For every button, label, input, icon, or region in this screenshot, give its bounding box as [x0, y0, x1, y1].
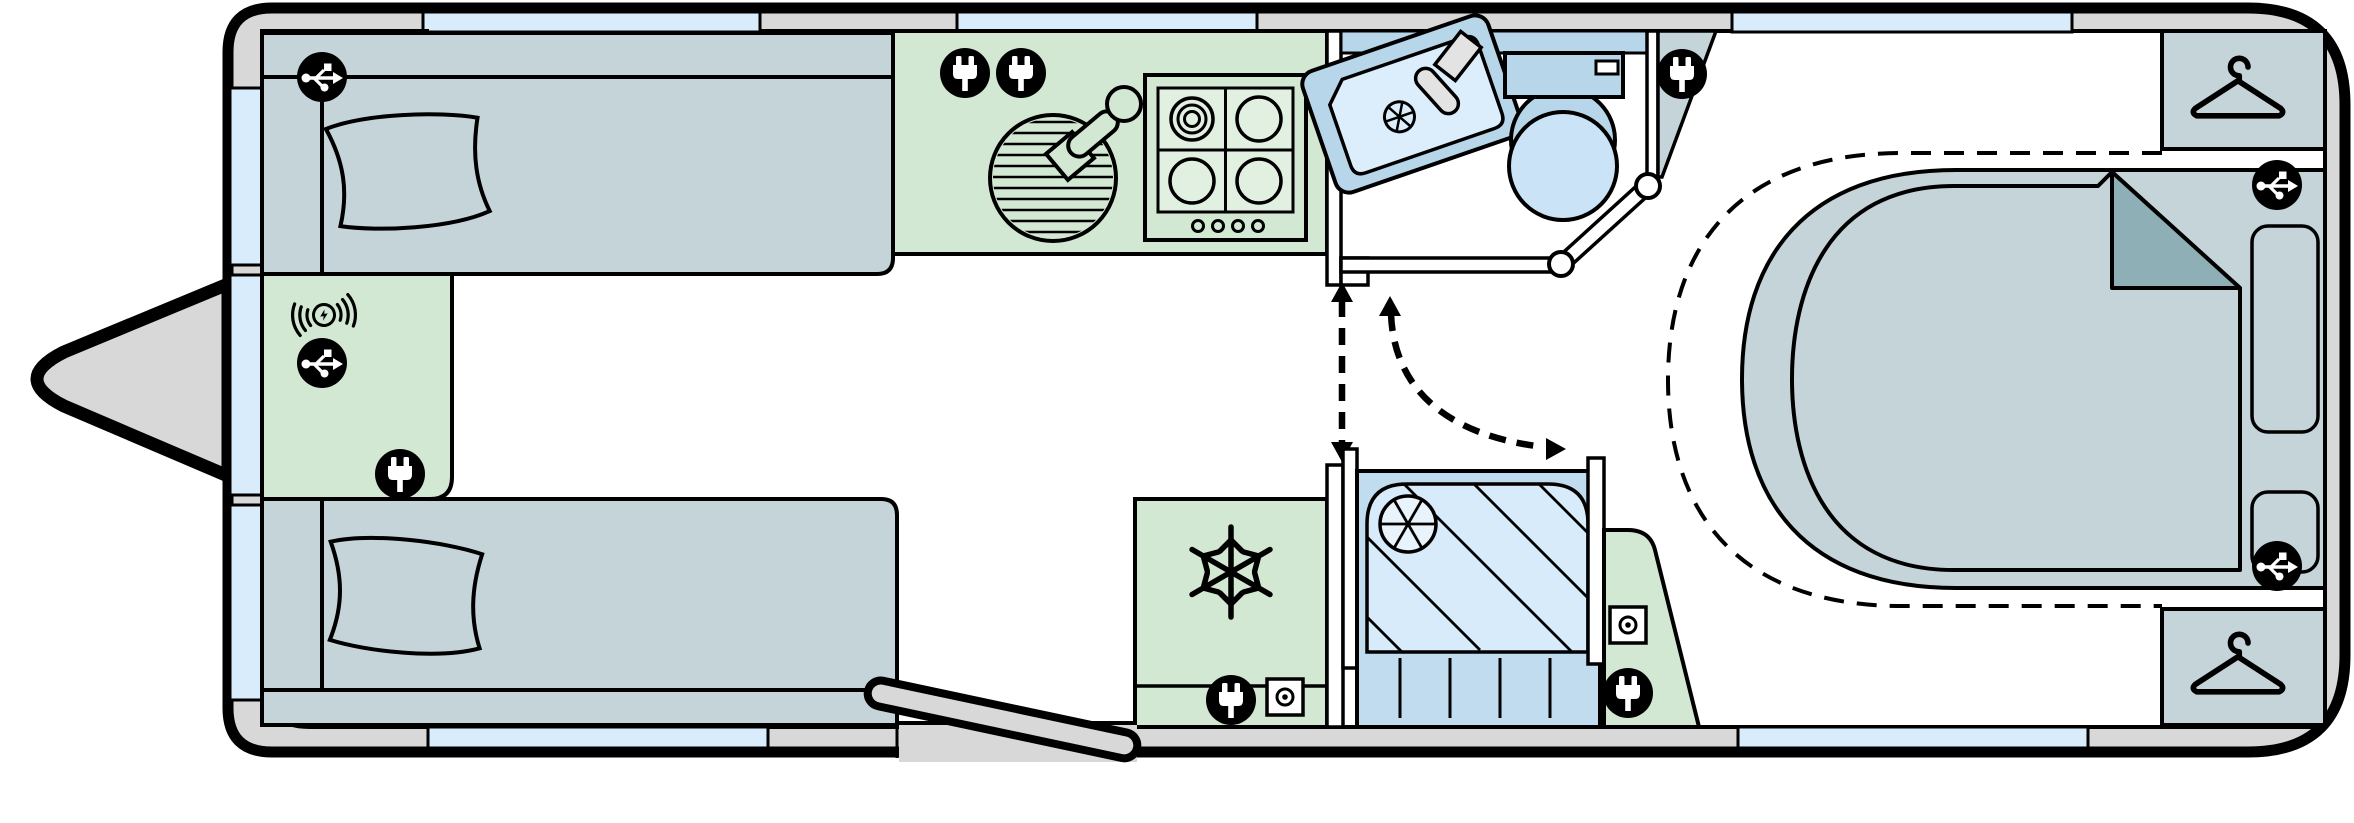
entrance-door-leaf: [863, 676, 1142, 763]
shower-divider-wall: [1325, 463, 1345, 729]
tv-coax-socket-icon: [1608, 605, 1648, 645]
window-front-3: [228, 503, 264, 702]
washroom: [1300, 13, 1719, 287]
duvet-fold: [2110, 170, 2242, 290]
toilet: [1503, 51, 1625, 222]
power-socket-icon: [1206, 675, 1256, 725]
usb-icon: [295, 50, 349, 104]
twin-bed-bottom: [260, 497, 899, 727]
toilet-bowl: [1507, 110, 1619, 222]
shower-cubicle: [1355, 469, 1602, 729]
shower-post-left: [1341, 447, 1359, 670]
tv-coax-socket-icon: [1265, 677, 1305, 717]
power-socket-icon: [1657, 49, 1707, 99]
window-bottom-1: [426, 725, 770, 750]
wardrobe-top: [2160, 29, 2327, 151]
pillow: [321, 532, 489, 660]
usb-icon: [2250, 539, 2304, 593]
power-socket-icon: [940, 48, 990, 98]
bedside-pocket: [2250, 224, 2320, 434]
pillow: [323, 106, 493, 237]
basin-drain: [1382, 100, 1416, 134]
washroom-tap: [1413, 28, 1484, 116]
shower-tray-ribs: [1398, 658, 1552, 718]
usb-icon: [295, 336, 349, 390]
door-hinge: [1547, 250, 1575, 278]
hob-burner: [1235, 95, 1283, 143]
power-socket-icon: [996, 48, 1046, 98]
hob-burner: [1235, 157, 1283, 205]
hitch-drawbar: [30, 277, 235, 483]
window-top-1: [421, 10, 762, 34]
flush-button: [1594, 59, 1620, 76]
power-socket-icon: [1603, 668, 1653, 718]
window-bottom-2: [1736, 725, 2090, 750]
window-front-2: [228, 273, 264, 497]
washroom-wall-bottom: [1339, 256, 1563, 274]
shower-post-right: [1586, 456, 1606, 666]
hob-knobs: [1191, 219, 1265, 233]
movement-arrow-curved: [1379, 296, 1566, 460]
hob-burner: [1168, 157, 1216, 205]
island-bed: [1739, 168, 2327, 590]
entrance-door: [863, 676, 1142, 763]
usb-icon: [2250, 158, 2304, 212]
hob: [1143, 73, 1308, 242]
island-bed-extended-outline: [1665, 151, 2162, 608]
extractor-fan-icon: [1378, 494, 1438, 554]
window-front-1: [228, 86, 264, 267]
drawer-chest: [260, 272, 454, 501]
window-top-3: [1730, 10, 2074, 34]
wardrobe-bottom: [2160, 607, 2327, 727]
kitchen-tap: [1043, 85, 1143, 183]
door-hinge: [1634, 172, 1662, 200]
twin-bed-top: [260, 31, 895, 276]
kitchen-sink: [988, 85, 1143, 243]
power-socket-icon: [375, 449, 425, 499]
